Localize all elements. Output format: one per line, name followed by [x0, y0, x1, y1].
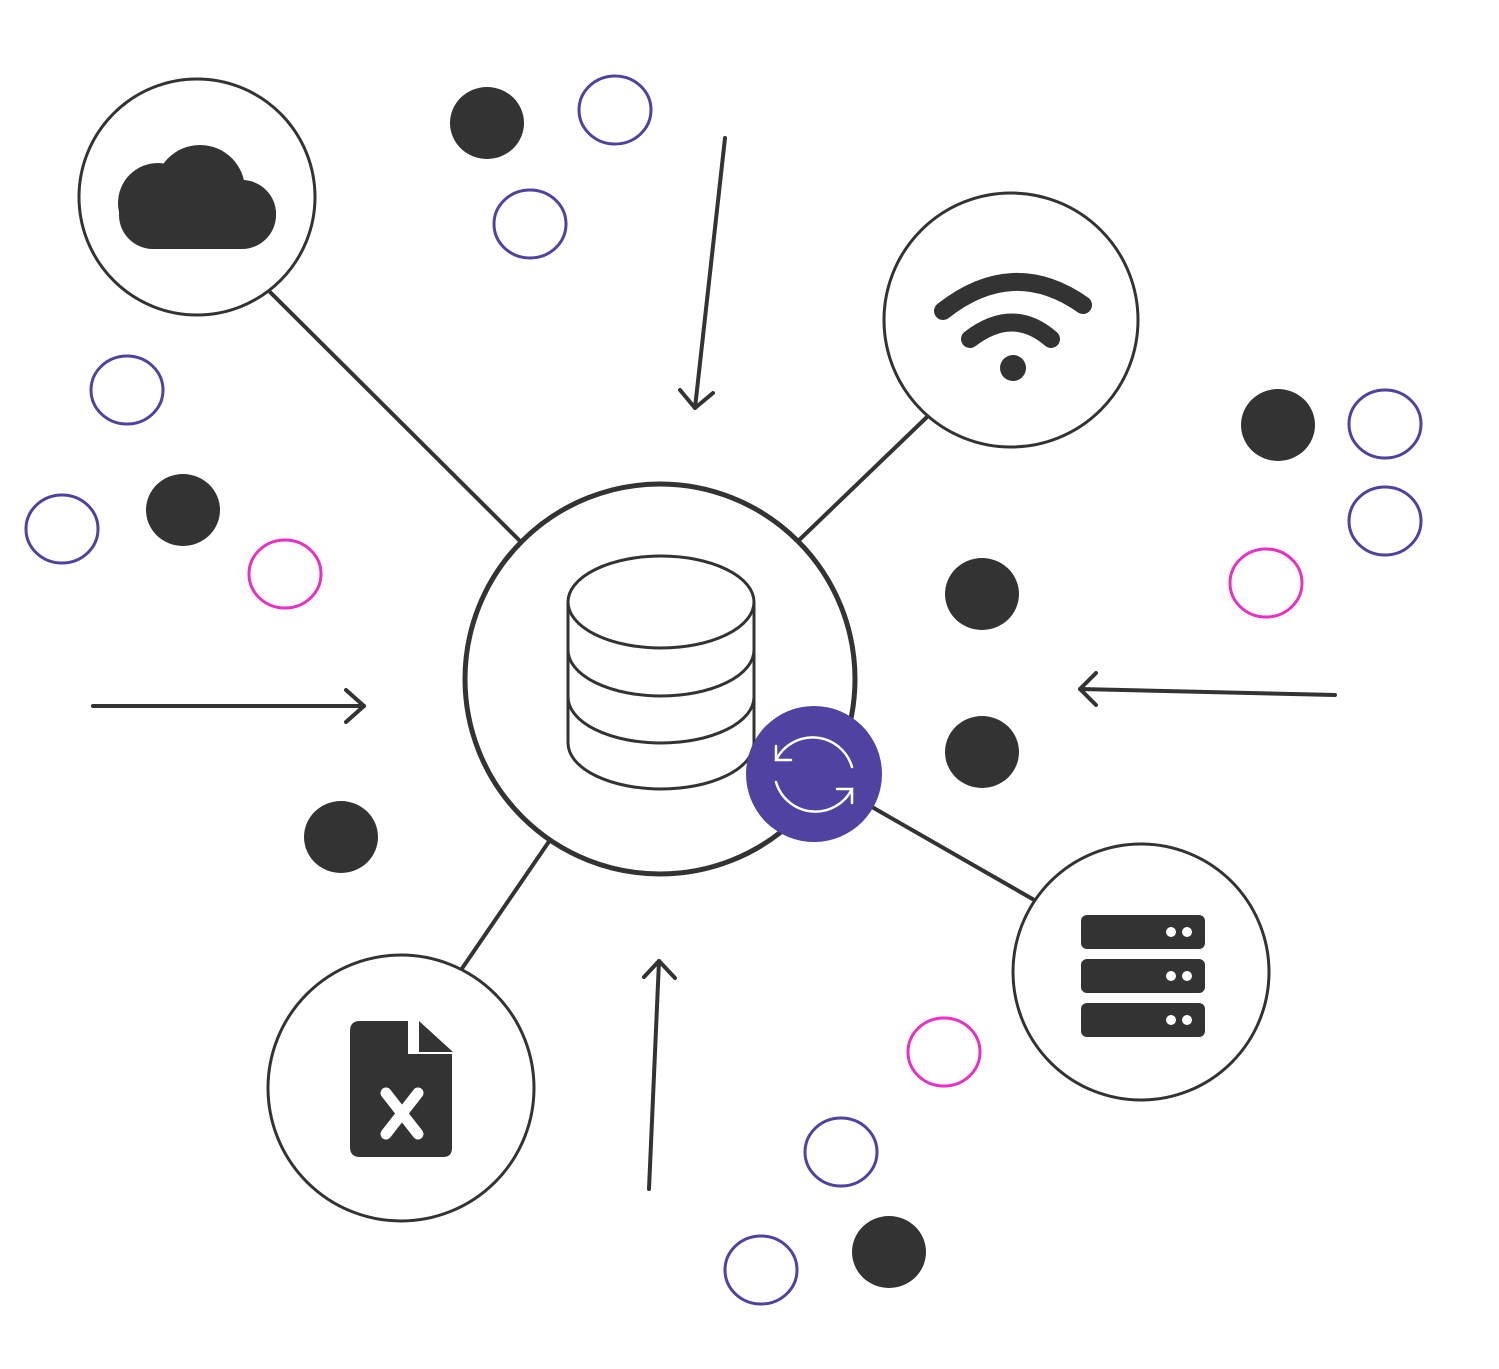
purple-ring — [723, 1234, 799, 1306]
purple-ring — [89, 354, 165, 426]
arrow-from-bottom — [642, 959, 677, 1191]
filled-dot — [945, 558, 1019, 630]
server-node[interactable] — [1011, 842, 1271, 1102]
sync-icon — [774, 736, 854, 813]
filled-dot — [304, 801, 378, 873]
arrows — [91, 136, 1337, 1191]
arrow-from-left — [91, 688, 366, 724]
filled-dot — [1241, 389, 1315, 461]
sync-badge-circle — [746, 706, 882, 842]
filled-dot — [146, 474, 220, 546]
decorative-dots — [24, 74, 1423, 1306]
purple-ring — [1347, 388, 1423, 460]
purple-ring — [24, 493, 100, 565]
connector-lines — [266, 288, 1037, 972]
arrow-from-top — [678, 136, 727, 410]
filled-dot — [945, 716, 1019, 788]
connector-server — [871, 805, 1037, 903]
connector-wifi — [792, 414, 930, 547]
filled-dot — [852, 1216, 926, 1288]
pink-ring — [1228, 547, 1304, 619]
pink-ring — [906, 1016, 982, 1088]
connector-spreadsheet — [459, 838, 552, 972]
purple-ring — [577, 74, 653, 146]
database-icon — [566, 554, 756, 791]
connector-cloud — [266, 288, 525, 546]
arrow-from-right — [1078, 671, 1337, 707]
filled-dot — [450, 87, 524, 159]
purple-ring — [803, 1116, 879, 1188]
excel-file-icon — [350, 1021, 453, 1157]
wifi-node[interactable] — [882, 191, 1140, 449]
cloud-node[interactable] — [77, 77, 317, 317]
server-icon — [1081, 915, 1205, 1037]
spreadsheet-node[interactable] — [266, 953, 536, 1223]
sync-badge[interactable] — [746, 706, 882, 842]
database-hub — [462, 481, 882, 877]
purple-ring — [492, 188, 568, 260]
wifi-icon — [934, 272, 1092, 381]
cloud-icon — [118, 145, 276, 249]
pink-ring — [247, 538, 323, 610]
purple-ring — [1347, 485, 1423, 557]
